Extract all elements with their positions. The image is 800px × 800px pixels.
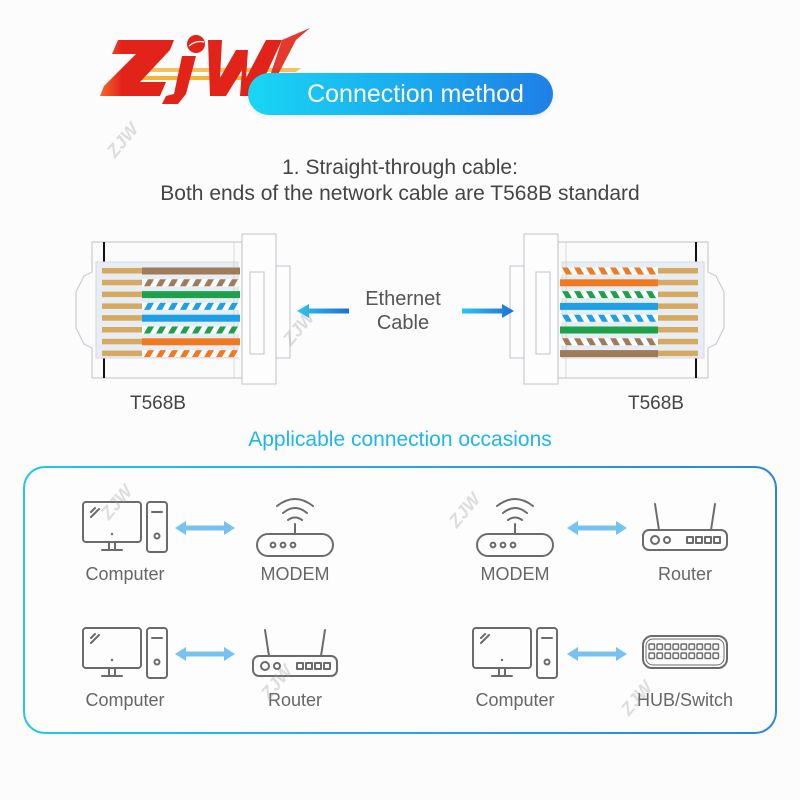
wire-white-orange — [142, 350, 240, 358]
left-device-label: Computer — [85, 690, 165, 710]
bidirectional-arrow-icon — [567, 647, 627, 661]
contact-pin — [658, 315, 698, 321]
bidirectional-arrow-icon — [175, 647, 235, 661]
contact-pin — [102, 338, 142, 345]
wire-blue — [142, 314, 240, 322]
contact-pin — [658, 279, 698, 286]
ethernet-cable-label: Ethernet Cable — [350, 287, 456, 335]
wire-white-orange — [560, 267, 658, 275]
wire-white-blue — [560, 314, 658, 322]
wire-white-green — [142, 326, 240, 334]
contact-pin — [102, 315, 142, 321]
right-device — [247, 622, 343, 686]
contact-pin — [658, 303, 698, 309]
wire-orange — [142, 338, 240, 346]
occasions-title: Applicable connection occasions — [248, 428, 552, 451]
computer-icon — [82, 501, 168, 553]
wire-white-brown — [560, 338, 658, 346]
router-icon — [642, 503, 728, 551]
right-device-label: Router — [267, 690, 323, 710]
contact-pin — [658, 338, 698, 345]
ethernet-label-line-2: Cable — [376, 312, 430, 334]
subtitle-line-2: Both ends of the network cable are T568B… — [160, 182, 640, 205]
left-device — [467, 496, 563, 560]
hub-switch-icon — [642, 635, 728, 669]
contact-pin — [102, 350, 142, 357]
wire-white-green — [560, 291, 658, 299]
bidirectional-arrow-icon — [175, 521, 235, 535]
arrow-left-icon — [297, 304, 349, 318]
right-standard-label: T568B — [628, 393, 684, 414]
contact-pin — [102, 303, 142, 309]
wire-brown — [142, 267, 240, 275]
header-title: Connection method — [307, 80, 524, 108]
left-device-label: Computer — [85, 564, 165, 584]
contact-pin — [102, 291, 142, 298]
wire-orange — [560, 279, 658, 287]
contact-pin — [658, 268, 698, 274]
modem-icon — [256, 498, 334, 557]
arrow-right-icon — [462, 304, 514, 318]
right-device — [637, 496, 733, 560]
left-device-label: Computer — [475, 690, 555, 710]
contact-pin — [102, 327, 142, 333]
connection-method-header: Connection method — [248, 73, 553, 115]
left-standard-label: T568B — [130, 393, 186, 414]
connection-arrow — [175, 647, 235, 661]
wire-green — [142, 291, 240, 299]
computer-icon — [82, 627, 168, 679]
occasions-panel: Computer MODEM MODEM Router — [23, 466, 777, 734]
wire-white-brown — [142, 279, 240, 287]
contact-pin — [658, 350, 698, 357]
rj45-plug-left — [75, 233, 291, 385]
subtitle-line-1: 1. Straight-through cable: — [282, 156, 518, 179]
wire-blue — [560, 302, 658, 310]
right-device — [247, 496, 343, 560]
wire-brown — [560, 350, 658, 358]
cable-type-description: 1. Straight-through cable: Both ends of … — [0, 155, 800, 207]
rj45-plug-right — [509, 233, 725, 385]
computer-icon — [472, 627, 558, 679]
modem-icon — [476, 498, 554, 557]
wire-green — [560, 326, 658, 334]
right-device — [637, 622, 733, 686]
bidirectional-arrow-icon — [567, 521, 627, 535]
contact-pin — [102, 268, 142, 274]
connection-arrow — [175, 521, 235, 535]
left-device — [467, 622, 563, 686]
right-device-label: MODEM — [260, 564, 330, 584]
left-device — [77, 496, 173, 560]
left-device — [77, 622, 173, 686]
ethernet-label-line-1: Ethernet — [365, 288, 441, 310]
right-device-label: HUB/Switch — [636, 690, 734, 710]
contact-pin — [658, 291, 698, 298]
wire-white-blue — [142, 302, 240, 310]
contact-pin — [658, 327, 698, 333]
right-device-label: Router — [657, 564, 713, 584]
connection-arrow — [567, 521, 627, 535]
contact-pin — [102, 279, 142, 286]
router-icon — [252, 629, 338, 677]
zjw-logo — [100, 28, 310, 104]
left-device-label: MODEM — [480, 564, 550, 584]
connection-arrow — [567, 647, 627, 661]
